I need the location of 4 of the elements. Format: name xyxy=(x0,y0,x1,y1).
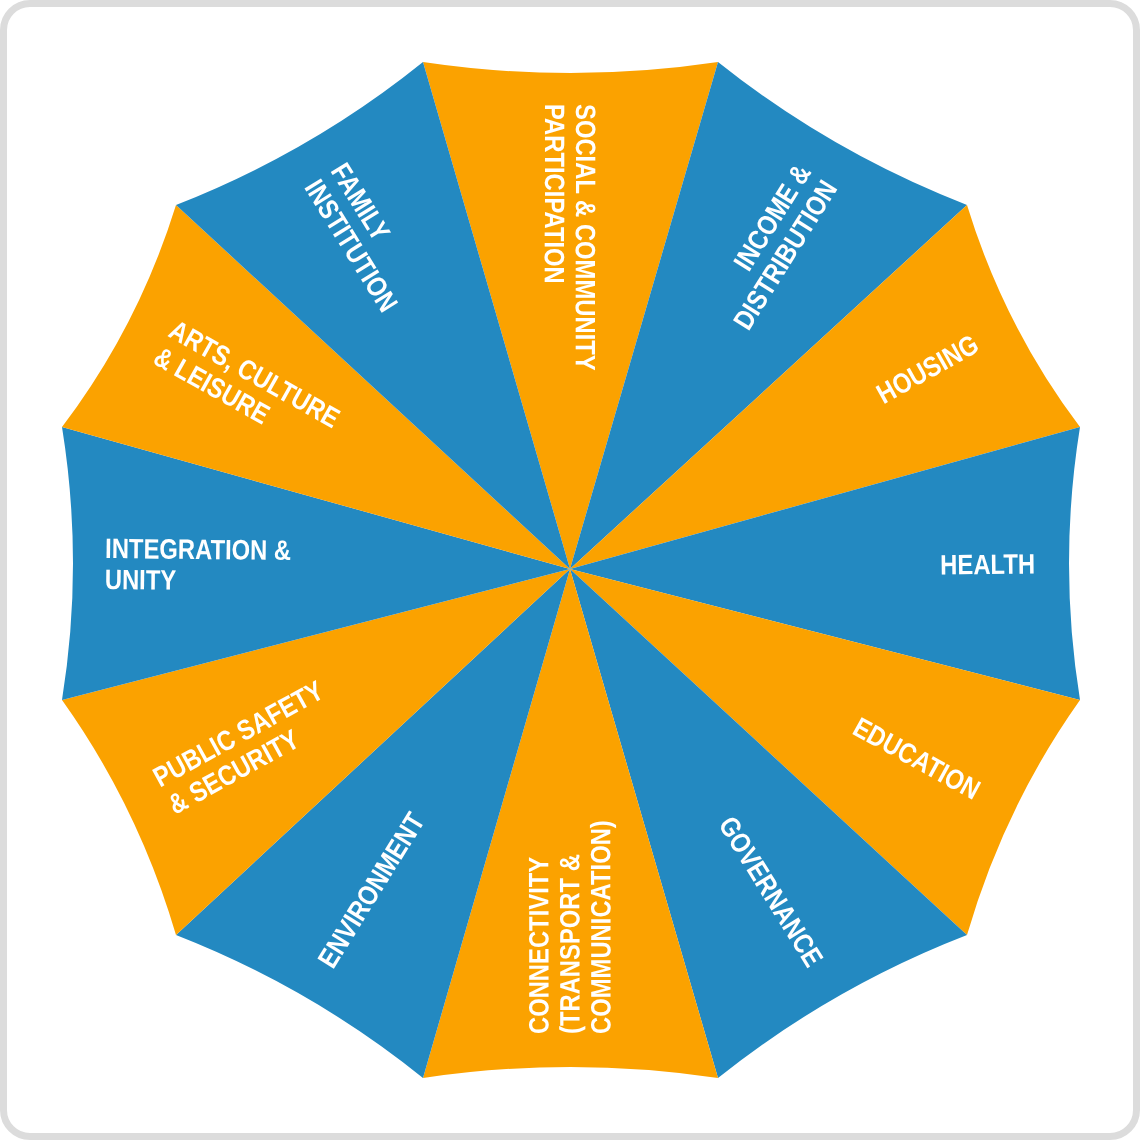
segment-label: SOCIAL & COMMUNITY PARTICIPATION xyxy=(539,103,602,372)
segment-label: HEALTH xyxy=(939,548,1036,581)
segment-label: INTEGRATION & UNITY xyxy=(104,532,293,597)
segment-label: CONNECTIVITY (TRANSPORT & COMMUNICATION) xyxy=(523,819,617,1035)
